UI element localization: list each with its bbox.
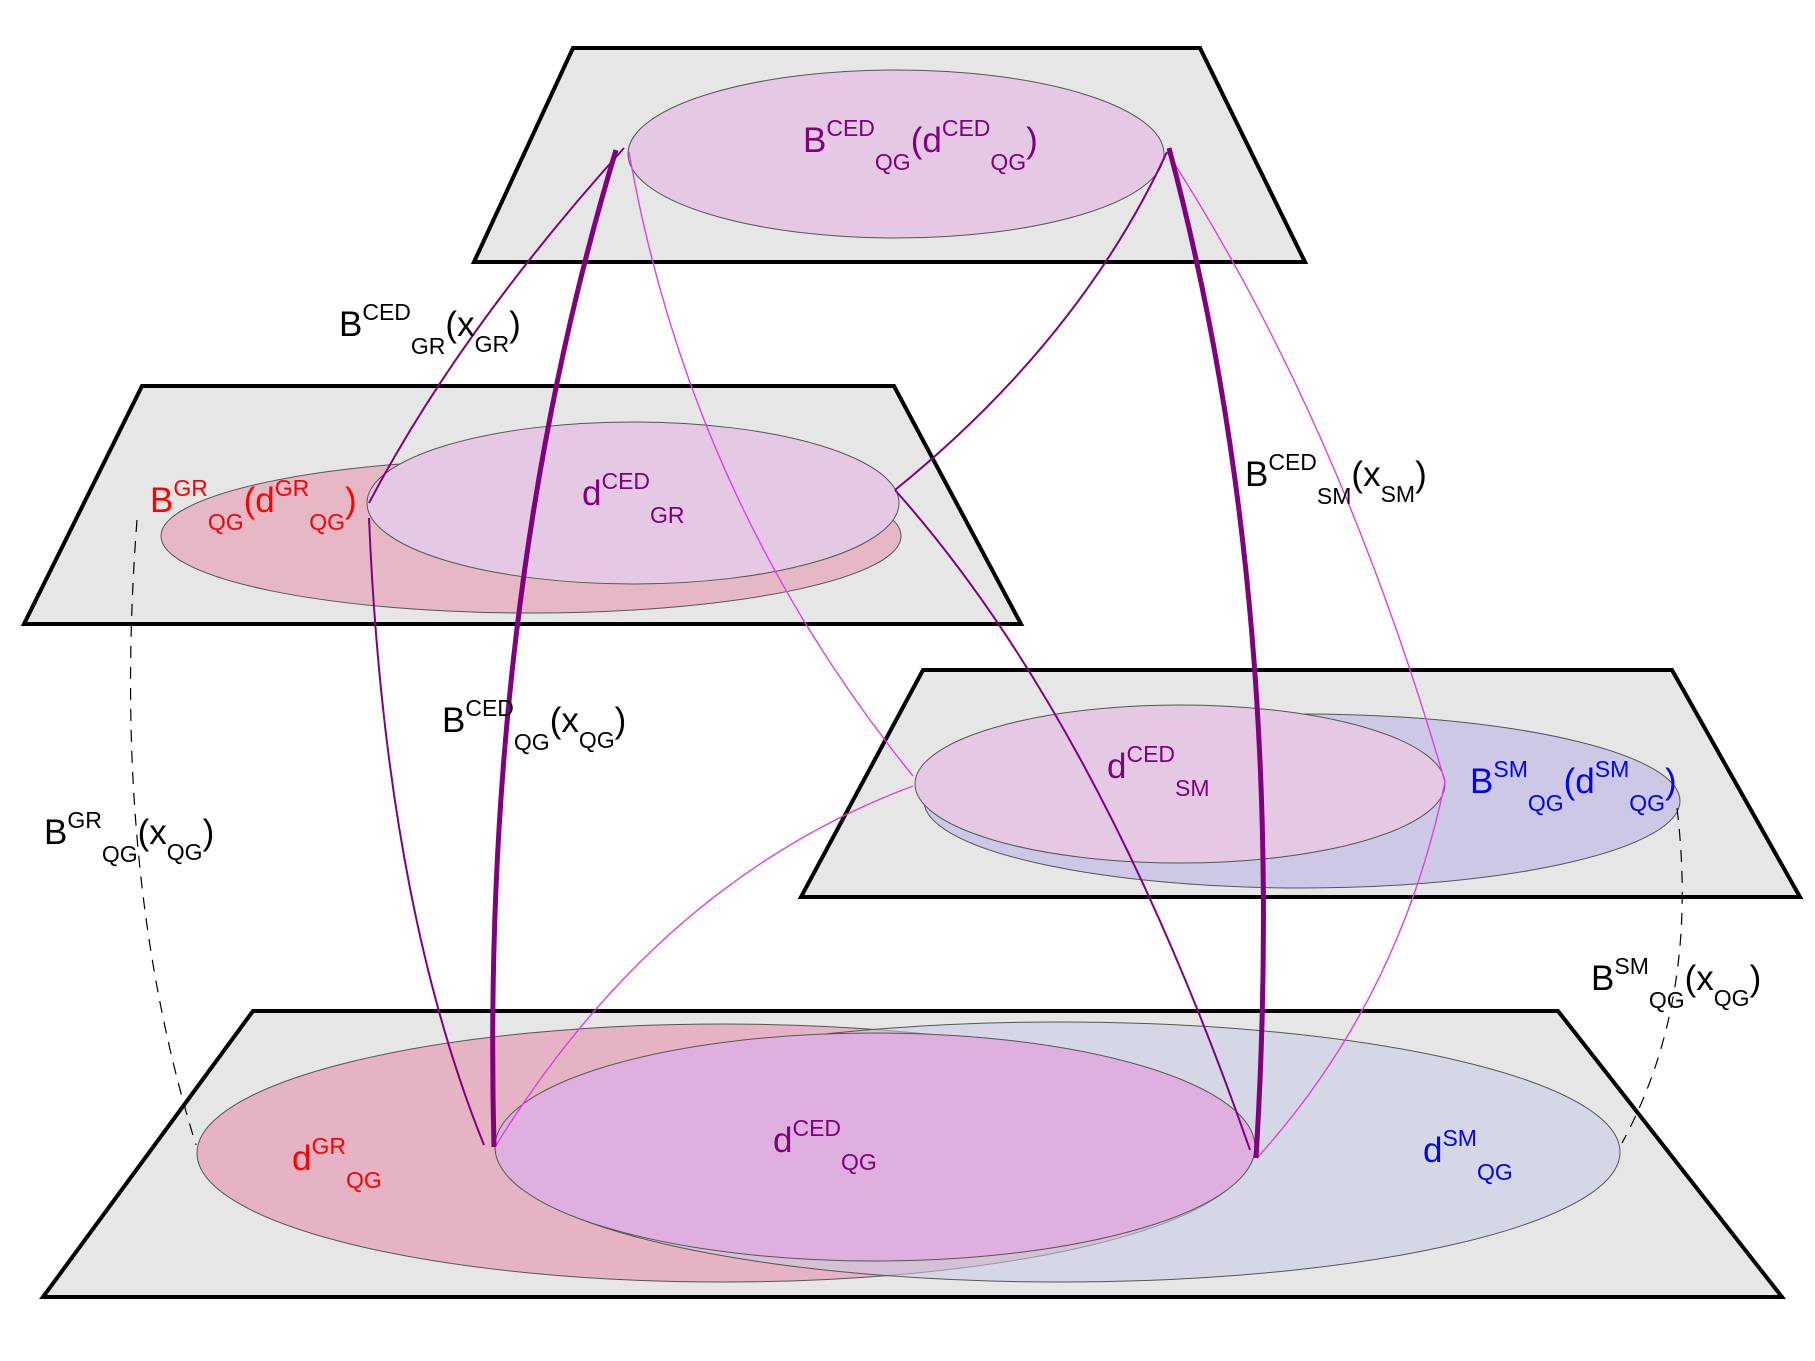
map-sm-qg-thin-right — [1256, 781, 1446, 1159]
map-ced-qg-right — [1166, 147, 1266, 1159]
map-ced-sm-thin-right — [1166, 151, 1446, 783]
label-gr-ced: dCEDGR — [582, 468, 685, 528]
label-bottom-gr: dGRQG — [292, 1133, 382, 1193]
gr-ced-region — [366, 421, 900, 585]
map-gr-qg-right — [894, 489, 1251, 1151]
label-gr-region: BGRQG(dGRQG) — [150, 475, 357, 535]
map-sm-qg-thin-left — [494, 785, 914, 1148]
label-bottom-ced: dCEDQG — [773, 1115, 877, 1175]
label-map-ced-qg: BCEDQG(xQG) — [442, 695, 626, 755]
map-ced-sm-thin-left — [628, 151, 914, 777]
label-map-ced-gr: BCEDGR(xGR) — [339, 299, 521, 359]
label-map-ced-sm: BCEDSM(xSM) — [1245, 449, 1427, 509]
map-ced-gr-right — [894, 151, 1168, 491]
bottom-ced-region — [494, 1032, 1256, 1262]
label-sm-region: BSMQG(dSMQG) — [1470, 756, 1677, 816]
map-ced-qg-left — [490, 149, 619, 1148]
map-sm-qg-curve — [1621, 807, 1683, 1144]
label-map-gr-qg: BGRQG(xQG) — [44, 807, 214, 867]
label-bottom-sm: dSMQG — [1423, 1125, 1513, 1185]
label-top-region: BCEDQG(dCEDQG) — [803, 115, 1038, 175]
map-gr-qg-left — [368, 517, 485, 1146]
label-sm-ced: dCEDSM — [1107, 741, 1210, 801]
map-gr-qg-curve — [129, 519, 197, 1146]
map-ced-gr-left — [368, 147, 625, 504]
label-map-sm-qg: BSMQG(xQG) — [1591, 953, 1761, 1013]
top-ced-region — [627, 69, 1165, 239]
